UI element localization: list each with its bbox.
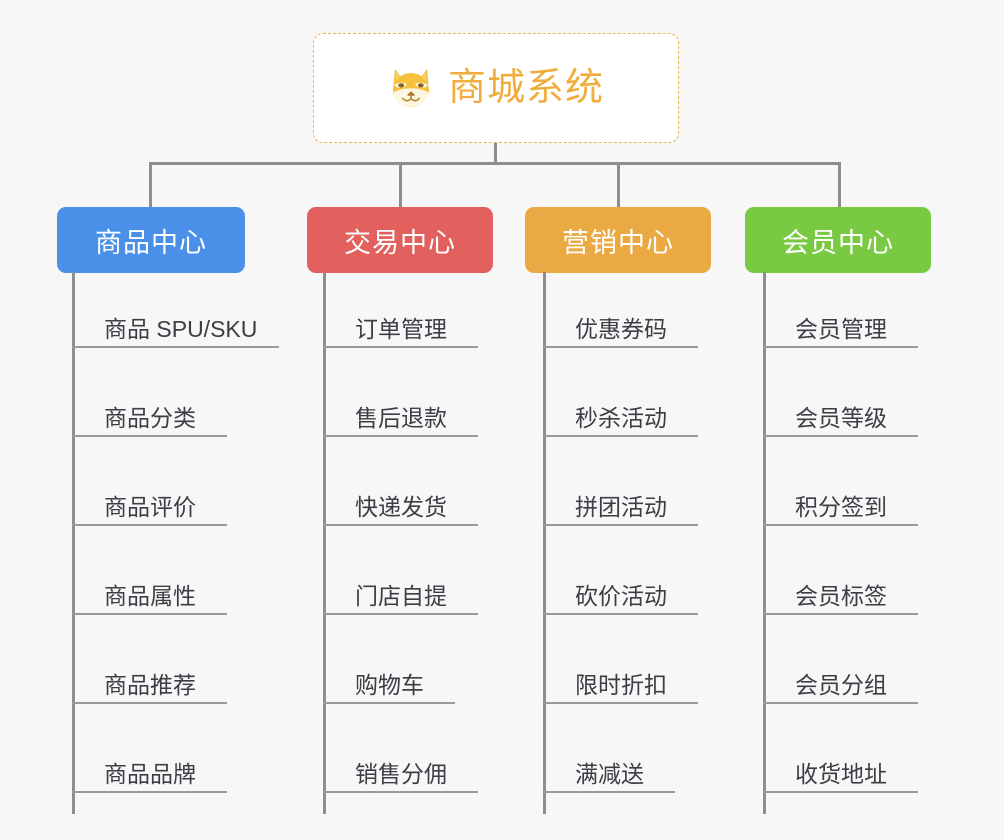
connector-root-stem bbox=[494, 143, 497, 165]
leaf-item[interactable]: 售后退款 bbox=[323, 361, 478, 437]
connector-drop-4 bbox=[838, 162, 841, 208]
leaf-item[interactable]: 订单管理 bbox=[323, 272, 478, 348]
leaf-item[interactable]: 秒杀活动 bbox=[543, 361, 698, 437]
leaf-label: 砍价活动 bbox=[575, 582, 667, 609]
leaf-label: 售后退款 bbox=[355, 404, 447, 431]
leaf-label: 商品评价 bbox=[104, 493, 196, 520]
leaf-item[interactable]: 收货地址 bbox=[763, 717, 918, 793]
category-header-2[interactable]: 交易中心 bbox=[307, 207, 493, 273]
root-title: 商城系统 bbox=[447, 67, 604, 109]
category-title-1: 商品中心 bbox=[95, 227, 207, 258]
leaf-item[interactable]: 快递发货 bbox=[323, 450, 478, 526]
leaf-item[interactable]: 会员等级 bbox=[763, 361, 918, 437]
leaf-item[interactable]: 商品品牌 bbox=[72, 717, 227, 793]
leaf-item[interactable]: 砍价活动 bbox=[543, 539, 698, 615]
leaf-item[interactable]: 会员标签 bbox=[763, 539, 918, 615]
leaf-label: 会员管理 bbox=[795, 315, 887, 342]
leaf-item[interactable]: 商品分类 bbox=[72, 361, 227, 437]
leaf-label: 商品属性 bbox=[104, 582, 196, 609]
leaf-item[interactable]: 满减送 bbox=[543, 717, 675, 793]
leaf-item[interactable]: 门店自提 bbox=[323, 539, 478, 615]
leaf-item[interactable]: 会员分组 bbox=[763, 628, 918, 704]
leaf-label: 商品分类 bbox=[104, 404, 196, 431]
leaf-label: 商品推荐 bbox=[104, 671, 196, 698]
leaf-item[interactable]: 商品 SPU/SKU bbox=[72, 272, 279, 348]
category-title-4: 会员中心 bbox=[782, 227, 894, 258]
connector-drop-1 bbox=[149, 162, 152, 208]
leaf-label: 积分签到 bbox=[795, 493, 887, 520]
leaf-label: 快递发货 bbox=[355, 493, 447, 520]
connector-drop-2 bbox=[399, 162, 402, 208]
leaf-label: 订单管理 bbox=[355, 315, 447, 342]
leaf-item[interactable]: 商品推荐 bbox=[72, 628, 227, 704]
leaf-label: 优惠券码 bbox=[575, 315, 667, 342]
category-title-3: 营销中心 bbox=[562, 227, 674, 258]
leaf-item[interactable]: 购物车 bbox=[323, 628, 455, 704]
leaf-item[interactable]: 商品评价 bbox=[72, 450, 227, 526]
leaf-label: 限时折扣 bbox=[575, 671, 667, 698]
column-spine-2 bbox=[323, 272, 326, 814]
leaf-item[interactable]: 商品属性 bbox=[72, 539, 227, 615]
leaf-item[interactable]: 拼团活动 bbox=[543, 450, 698, 526]
leaf-item[interactable]: 会员管理 bbox=[763, 272, 918, 348]
column-spine-4 bbox=[763, 272, 766, 814]
column-spine-1 bbox=[72, 272, 75, 814]
category-header-4[interactable]: 会员中心 bbox=[745, 207, 931, 273]
leaf-label: 会员分组 bbox=[795, 671, 887, 698]
category-title-2: 交易中心 bbox=[344, 227, 456, 258]
leaf-label: 商品 SPU/SKU bbox=[104, 315, 258, 342]
leaf-label: 购物车 bbox=[355, 671, 424, 698]
root-node[interactable]: 商城系统 bbox=[313, 33, 679, 143]
leaf-label: 拼团活动 bbox=[575, 493, 667, 520]
leaf-label: 销售分佣 bbox=[355, 760, 447, 787]
connector-bus bbox=[150, 162, 841, 165]
leaf-label: 秒杀活动 bbox=[575, 404, 667, 431]
leaf-item[interactable]: 积分签到 bbox=[763, 450, 918, 526]
leaf-label: 会员标签 bbox=[795, 582, 887, 609]
leaf-label: 满减送 bbox=[575, 760, 644, 787]
leaf-label: 商品品牌 bbox=[104, 760, 196, 787]
leaf-label: 收货地址 bbox=[795, 760, 887, 787]
leaf-label: 会员等级 bbox=[795, 404, 887, 431]
leaf-item[interactable]: 销售分佣 bbox=[323, 717, 478, 793]
connector-drop-3 bbox=[617, 162, 620, 208]
category-header-1[interactable]: 商品中心 bbox=[57, 207, 245, 273]
column-spine-3 bbox=[543, 272, 546, 814]
shiba-dog-icon bbox=[388, 65, 434, 111]
leaf-label: 门店自提 bbox=[355, 582, 447, 609]
category-header-3[interactable]: 营销中心 bbox=[525, 207, 711, 273]
leaf-item[interactable]: 优惠券码 bbox=[543, 272, 698, 348]
leaf-item[interactable]: 限时折扣 bbox=[543, 628, 698, 704]
